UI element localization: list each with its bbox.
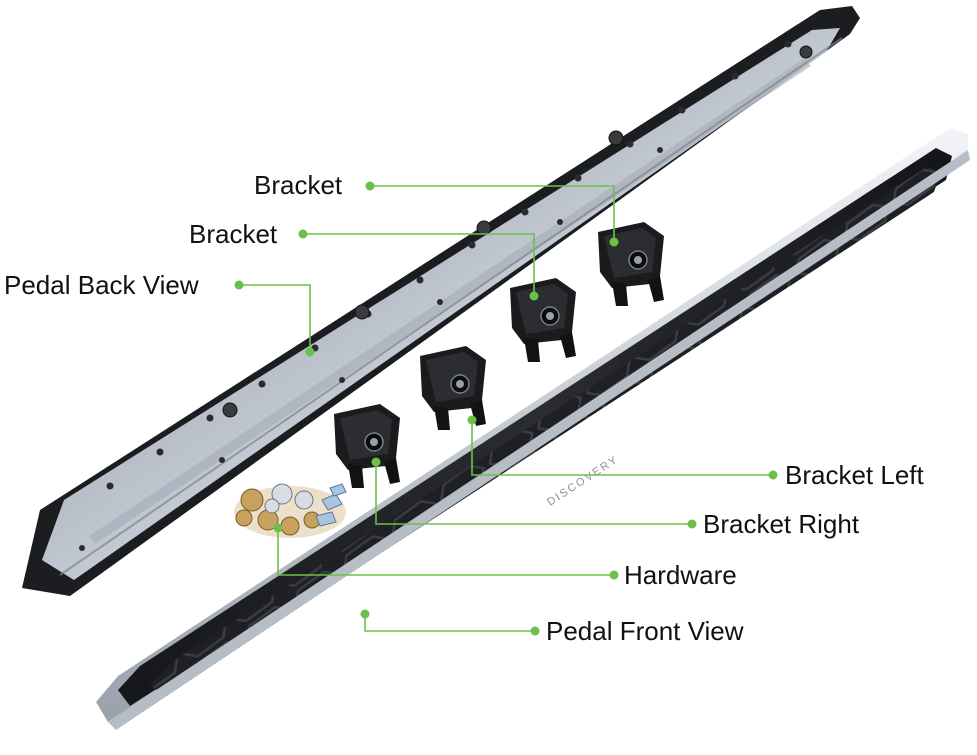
label-pedal-front-view: Pedal Front View [546,616,744,646]
label-bracket-left: Bracket Left [785,460,924,490]
bracket-right-image [333,403,401,489]
brand-text: DISCOVERY [545,453,621,508]
label-hardware: Hardware [624,560,737,590]
pedal-back-view-image [22,6,860,596]
bracket-left-image [419,345,487,431]
label-bracket-right: Bracket Right [703,509,860,539]
pedal-front-view-image: DISCOVERY [96,128,970,730]
leader-lines [239,185,773,632]
label-bracket-upper: Bracket [254,170,343,200]
bracket-upper-image [597,221,665,307]
bracket-lower-image [509,277,577,363]
hardware-image [234,483,347,538]
leader-dots [234,181,778,636]
label-bracket-lower: Bracket [189,219,278,249]
label-pedal-back-view: Pedal Back View [4,270,199,300]
